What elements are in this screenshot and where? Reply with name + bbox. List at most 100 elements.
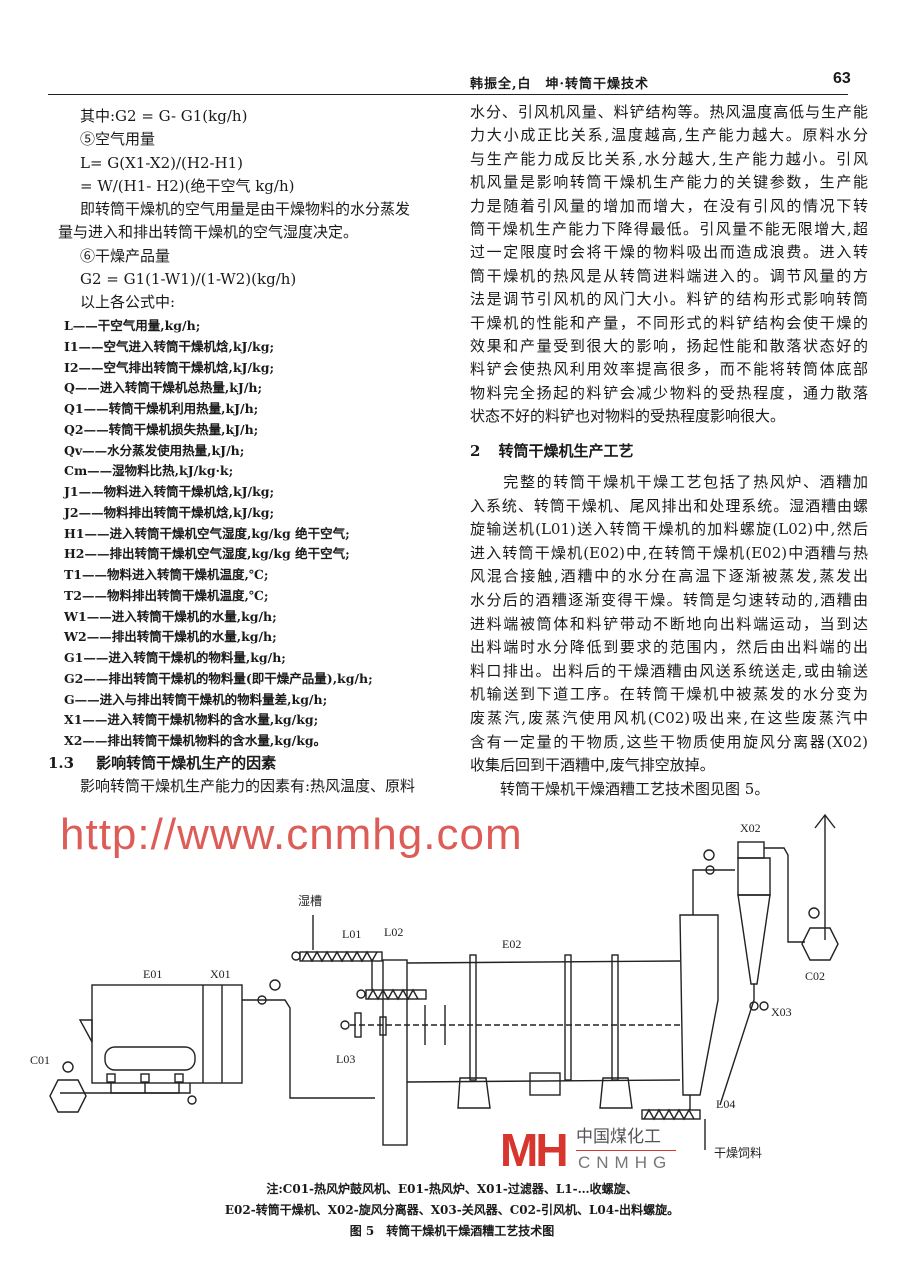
symbol-legend: L——干空气用量,kg/h; I1——空气进入转筒干燥机焓,kJ/kg; I2——空…: [64, 316, 444, 752]
text-line: 完整的转筒干燥机干燥工艺包括了热风炉、酒糟加: [470, 473, 868, 491]
text-line: G1——进入转筒干燥机的物料量,kg/h;: [64, 650, 286, 665]
label-e01: E01: [143, 967, 162, 981]
text-line: W2——排出转筒干燥机的水量,kg/h;: [64, 629, 277, 645]
text-line: W1——进入转筒干燥机的水量,kg/h;: [64, 608, 277, 624]
text-line: 入系统、转筒干燥机、尾风排出和处理系统。湿酒糟由螺: [470, 496, 868, 515]
label-dry-feed: 干燥饲料: [714, 1146, 762, 1160]
blower-c01-icon: [49, 1061, 87, 1113]
text-line: I1——空气进入转筒干燥机焓,kJ/kg;: [64, 338, 275, 354]
header-rule: [48, 94, 848, 95]
text-line: X2——排出转筒干燥机物料的含水量,kg/kg。: [64, 733, 327, 748]
text-line: 风混合接触,酒糟中的水分在高温下逐渐被蒸发,蒸发出: [470, 567, 868, 586]
text-line: ⑥干燥产品量: [80, 246, 171, 265]
text-line: 出料端时水分降低到要求的范围内，然后由出料端的出: [470, 638, 868, 657]
label-x02: X02: [740, 821, 761, 835]
text-line: T1——物料进入转筒干燥机温度,℃;: [64, 567, 269, 582]
label-wet-grain: 湿槽: [298, 893, 322, 908]
text-line: = W/(H1- H2)(绝干空气 kg/h): [80, 176, 295, 195]
text-line: 筒干燥机的热风是从转筒进料端进入的。调节风量的方: [470, 266, 868, 285]
text-line: Cm——湿物料比热,kJ/kg·k;: [64, 463, 234, 479]
section-number: 2: [470, 442, 481, 460]
label-l04: L04: [716, 1097, 735, 1111]
formula-block: 其中:G2 = G- G1(kg/h) ⑤空气用量 L= G(X1-X2)/(H2-…: [58, 105, 450, 315]
text-line: ⑤空气用量: [80, 130, 156, 149]
text-line: 含有一定量的干物质,这些干物质使用旋风分离器(X02): [470, 732, 868, 751]
figure-caption: 图 5 转筒干燥机干燥酒糟工艺技术图: [349, 1224, 555, 1238]
airlock-x03-icon: [749, 1001, 769, 1011]
text-line: 状态不好的料铲也对物料的受热程度影响很大。: [470, 407, 786, 426]
logo-divider: [576, 1150, 676, 1151]
label-x01: X01: [210, 967, 231, 981]
discharge-screw-l04: [641, 1095, 706, 1150]
running-title: 韩振全,白 坤·转筒干燥技术: [470, 77, 650, 92]
text-line: G2 = G1(1-W1)/(1-W2)(kg/h): [80, 270, 297, 289]
text-line: 进料端被筒体和料铲带动不断地向出料端运动，当到达: [470, 614, 868, 633]
text-line: H2——排出转筒干燥机空气湿度,kg/kg 绝干空气;: [64, 546, 350, 562]
text-line: 与生产能力成反比关系,水分越大,生产能力越小。引风: [470, 149, 868, 168]
logo-name-cn: 中国煤化工: [576, 1127, 661, 1147]
text-line: 水分后的酒糟逐渐变得干燥。转筒是匀速转动的,酒糟由: [470, 590, 868, 609]
text-line: 料铲会使热风利用效率提高很多，而不能将转筒体底部: [470, 360, 868, 379]
text-line: L——干空气用量,kg/h;: [64, 318, 201, 333]
text-line: 料口排出。出料后的干燥酒糟由风送系统送走,或由输送: [470, 661, 868, 680]
text-line: I2——空气排出转筒干燥机焓,kJ/kg;: [64, 359, 275, 375]
text-line: 筒干燥机生产能力下降得最低。引风量不能无限增大,超: [470, 220, 868, 239]
hot-air-duct: [242, 999, 375, 1099]
text-line: 干燥机的性能和产量，不同形式的料铲结构会使干燥的: [470, 313, 868, 332]
text-line: 过一定限度时会将干燥的物料吸出而造成浪费。进入转: [470, 243, 868, 262]
section-title: 影响转筒干燥机生产的因素: [96, 754, 277, 772]
text-line: 以上各公式中:: [80, 293, 176, 312]
text-line: J2——物料排出转筒干燥机焓,kJ/kg;: [64, 504, 275, 520]
text-line: H1——进入转筒干燥机空气湿度,kg/kg 绝干空气;: [64, 525, 350, 541]
figure-note-line1: 注:C01-热风炉鼓风机、E01-热风炉、X01-过滤器、L1-…收螺旋、: [266, 1182, 638, 1196]
label-l03: L03: [336, 1052, 355, 1066]
text-line: Q2——转筒干燥机损失热量,kJ/h;: [64, 421, 259, 437]
text-line: 物料完全扬起的料铲会减少物料的受热程度，通力散落: [470, 383, 868, 402]
text-line: 旋输送机(L01)送入转筒干燥机的加料螺旋(L02)中,然后: [470, 520, 868, 539]
paragraph-factors: 水分、引风机风量、料铲结构等。热风温度高低与生产能力大小成正比关系,温度越高,生…: [470, 101, 868, 429]
text-line: T2——物料排出转筒干燥机温度,℃;: [64, 587, 269, 603]
label-e02: E02: [502, 937, 521, 951]
text-line: 即转筒干燥机的空气用量是由干燥物料的水分蒸发: [80, 200, 411, 219]
rotary-dryer-e02: [340, 954, 681, 1146]
section-title: 转筒干燥机生产工艺: [498, 442, 634, 460]
text-line: 其中:G2 = G- G1(kg/h): [80, 107, 248, 125]
exhaust-fan-c02-icon: [801, 907, 839, 961]
exhaust-arrow-icon: [814, 813, 836, 940]
text-line: 进入转筒干燥机(E02)中,在转筒干燥机(E02)中酒糟与热: [470, 543, 868, 562]
page-number: 63: [833, 70, 851, 87]
screw-conveyor-l01: [291, 915, 383, 963]
section-heading-2: 2 转筒干燥机生产工艺: [470, 440, 651, 461]
text-line: L= G(X1-X2)/(H2-H1): [80, 153, 244, 172]
text-line: J1——物料进入转筒干燥机焓,kJ/kg;: [64, 484, 275, 499]
text-line: 效果和产量受到很大的影响，扬起性能和散落状态好的: [470, 337, 868, 356]
label-c01: C01: [30, 1053, 50, 1067]
paragraph-1-3: 影响转筒干燥机生产能力的因素有:热风温度、原料: [80, 777, 416, 795]
text-line: Qv——水分蒸发使用热量,kJ/h;: [64, 442, 245, 458]
text-line: G——进入与排出转筒干燥机的物料量差,kg/h;: [64, 691, 328, 707]
text-line: 力大小成正比关系,温度越高,生产能力越大。原料水分: [470, 126, 868, 145]
text-line: Q——进入转筒干燥机总热量,kJ/h;: [64, 380, 263, 396]
watermark: http://www.cnmhg.com: [60, 810, 523, 859]
text-line: 量与进入和排出转筒干燥机的空气湿度决定。: [58, 223, 359, 242]
logo-name-en: CNMHG: [578, 1153, 673, 1172]
label-l02: L02: [384, 925, 403, 939]
cnmhg-logo: MH 中国煤化工 CNMHG: [500, 1125, 700, 1175]
text-line: 废蒸汽,废蒸汽使用风机(C02)吸出来,在这些废蒸汽中: [470, 708, 868, 727]
label-c02: C02: [805, 969, 825, 983]
text-line: G2——排出转筒干燥机的物料量(即干燥产品量),kg/h;: [64, 670, 373, 686]
paragraph-process: 完整的转筒干燥机干燥工艺包括了热风炉、酒糟加入系统、转筒干燥机、尾风排出和处理系…: [470, 471, 868, 778]
text-line: 机风量是影响转筒干燥机生产能力的关键参数，生产能: [470, 173, 868, 192]
figure-note-line2: E02-转筒干燥机、X02-旋风分离器、X03-关风器、C02-引风机、L04-…: [224, 1203, 680, 1217]
section-number: 1.3: [48, 754, 75, 772]
text-line: 法是调节引风机的风门大小。料铲的结构形式影响转筒: [470, 290, 868, 309]
section-heading-1-3: 1.3 影响转筒干燥机生产的因素: [48, 752, 298, 773]
text-line: X1——进入转筒干燥机物料的含水量,kg/kg;: [64, 712, 319, 728]
text-line: 力是随着引风量的增加而增大，在没有引风的情况下转: [470, 196, 868, 215]
feed-screw-l02: [356, 961, 427, 1001]
paragraph-figure-ref: 转筒干燥机干燥酒糟工艺技术图见图 5。: [470, 780, 770, 798]
text-line: Q1——转筒干燥机利用热量,kJ/h;: [64, 401, 259, 416]
label-l01: L01: [342, 927, 361, 941]
hot-air-furnace-e01: [60, 984, 243, 1105]
